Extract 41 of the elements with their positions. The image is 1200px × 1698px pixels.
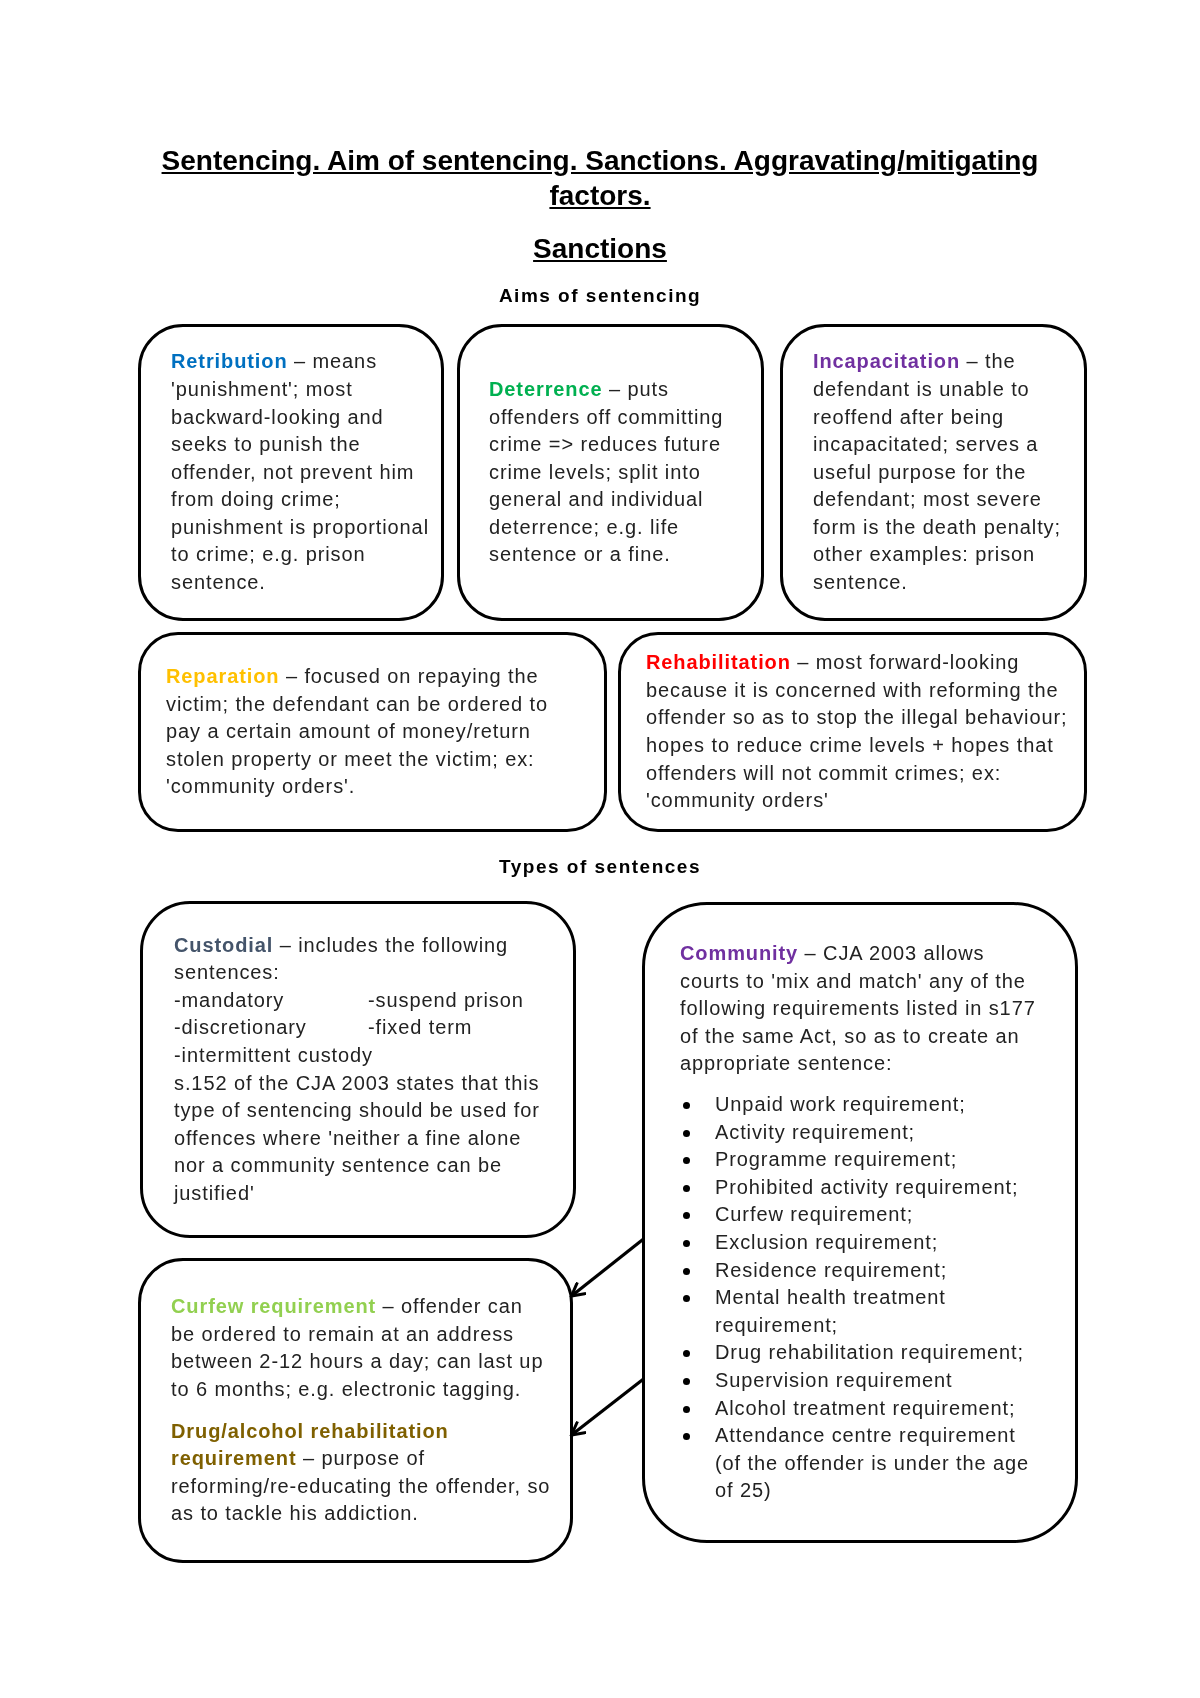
section-heading: Types of sentences bbox=[499, 855, 701, 879]
info-card bbox=[140, 901, 576, 1238]
description-text: Retribution – means 'punishment'; most backward-looking and seeks to punish the offender, not prevent him from doing crime; punishment is proportional to crime; e.g. prison sentence. bbox=[171, 349, 430, 596]
list-item: Programme requirement; bbox=[715, 1147, 958, 1173]
info-card bbox=[618, 632, 1087, 832]
info-card bbox=[457, 324, 764, 621]
list-item: Exclusion requirement; bbox=[715, 1230, 939, 1255]
list-item: Prohibited activity requirement; bbox=[715, 1174, 1019, 1200]
list-item: Mental health treatment requirement; bbox=[715, 1285, 947, 1338]
list-item: -discretionary bbox=[174, 1015, 307, 1041]
description-text: Incapacitation – the defendant is unable to reoffend after being incapacitated; serves a useful purpose for the defendant; most severe form is the death penalty; other examples: prison sentence. bbox=[813, 349, 1062, 596]
section-heading: Aims of sentencing bbox=[498, 284, 702, 308]
info-card bbox=[138, 632, 607, 832]
list-item: Curfew requirement; bbox=[715, 1202, 914, 1228]
list-item: Activity requirement; bbox=[715, 1119, 916, 1145]
list-item: Attendance centre requirement (of the offender is under the age of 25) bbox=[715, 1423, 1030, 1504]
info-card bbox=[642, 902, 1078, 1543]
list-item: -intermittent custody bbox=[174, 1042, 373, 1068]
list-item: -mandatory bbox=[174, 987, 285, 1013]
list-item: Supervision requirement bbox=[715, 1367, 953, 1393]
description-text: Deterrence – puts offenders off committing crime => reduces future crime levels; split into general and individual deterrence; e.g. life sentence or a fine. bbox=[489, 376, 725, 568]
arrow bbox=[570, 1237, 645, 1298]
info-card bbox=[138, 1258, 573, 1563]
list-item: -fixed term bbox=[368, 1015, 473, 1041]
description-text: Rehabilitation – most forward-looking because it is concerned with reforming the offender so as to stop the illegal behaviour; hopes to reduce crime levels + hopes that offenders will not commit crimes; ex: 'community orders' bbox=[646, 650, 1069, 814]
page-title: Sentencing. Aim of sentencing. Sanctions. Aggravating/mitigating factors. bbox=[160, 144, 1040, 213]
description-text: Reparation – focused on repaying the victim; the defendant can be ordered to pay a certain amount of money/return stolen property or meet the victim; ex: 'community orders'. bbox=[166, 664, 549, 800]
section-title: Sanctions bbox=[533, 232, 667, 266]
list-item: -suspend prison bbox=[368, 987, 524, 1013]
list-item: Alcohol treatment requirement; bbox=[715, 1395, 1016, 1421]
list-item: Drug rehabilitation requirement; bbox=[715, 1340, 1024, 1366]
list-item: Unpaid work requirement; bbox=[715, 1092, 966, 1118]
info-card bbox=[138, 324, 444, 621]
description-text: Custodial – includes the following sentences: bbox=[174, 932, 510, 986]
description-text: s.152 of the CJA 2003 states that this type of sentencing should be used for offences where 'neither a fine alone nor a community sentence can be justified' bbox=[174, 1070, 541, 1206]
description-text: Community – CJA 2003 allows courts to 'mix and match' any of the following requirements listed in s177 of the same Act, so as to create an appropriate sentence: bbox=[680, 941, 1037, 1077]
description-text: Drug/alcohol rehabilitation requirement – purpose of reforming/re-educating the offender, so as to tackle his addiction. bbox=[171, 1418, 552, 1527]
list-item: Residence requirement; bbox=[715, 1257, 948, 1283]
info-card bbox=[780, 324, 1087, 621]
description-text: Curfew requirement – offender can be ordered to remain at an address between 2-12 hours a day; can last up to 6 months; e.g. electronic tagging. bbox=[171, 1294, 545, 1402]
arrow bbox=[570, 1377, 645, 1437]
